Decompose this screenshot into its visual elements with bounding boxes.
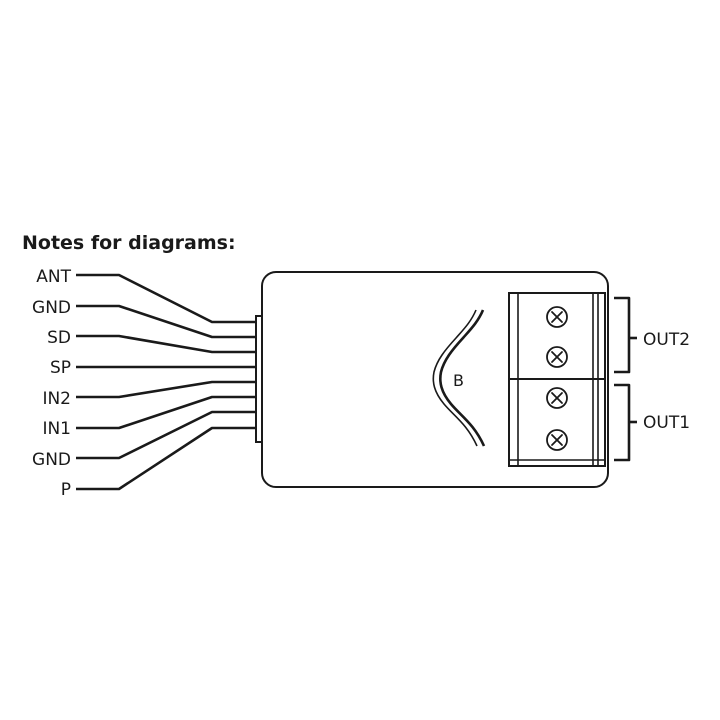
screw-icon xyxy=(546,387,568,409)
wire-label-gnd-2: GND xyxy=(32,450,71,470)
out1-bracket xyxy=(614,383,631,462)
out1-label: OUT1 xyxy=(643,413,690,433)
wire-label-in2: IN2 xyxy=(42,389,71,409)
wire-label-ant: ANT xyxy=(36,267,71,287)
wire-in1 xyxy=(76,395,258,430)
wire-in2 xyxy=(76,380,258,399)
wire-label-sd: SD xyxy=(47,328,71,348)
diagram-heading: Notes for diagrams: xyxy=(22,232,236,254)
spring-label: B xyxy=(453,371,464,390)
wire-gnd-1 xyxy=(76,304,258,339)
wire-label-sp: SP xyxy=(50,358,71,378)
wire-label-in1: IN1 xyxy=(42,419,71,439)
screw-icon xyxy=(546,429,568,451)
spring-clip-inner xyxy=(432,309,478,447)
wire-label-p: P xyxy=(61,480,71,500)
screw-icon xyxy=(546,346,568,368)
screw-icon xyxy=(546,306,568,328)
out2-label: OUT2 xyxy=(643,330,690,350)
out2-bracket xyxy=(614,296,631,374)
wire-gnd-2 xyxy=(76,410,258,460)
wire-label-gnd-1: GND xyxy=(32,298,71,318)
spring-clip xyxy=(439,309,486,447)
wire-sd xyxy=(76,334,258,354)
wire-ant xyxy=(76,273,258,324)
wire-p xyxy=(76,426,258,491)
